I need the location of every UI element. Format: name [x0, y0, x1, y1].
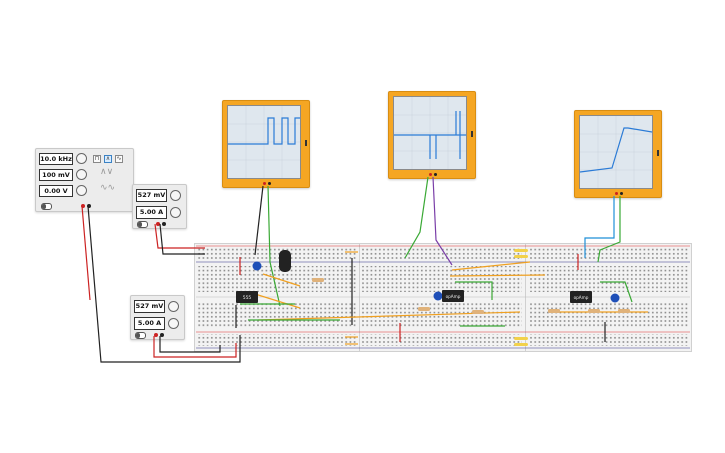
chip-label: opAmp [574, 295, 589, 300]
terminal-black[interactable] [160, 333, 164, 337]
scope-screen [393, 96, 467, 170]
voltage-knob[interactable] [170, 190, 181, 201]
chip-label: opAmp [446, 294, 461, 299]
terminal-red[interactable] [156, 222, 160, 226]
current-knob[interactable] [170, 207, 181, 218]
scope-screen [227, 105, 301, 179]
terminal-red[interactable] [81, 204, 85, 208]
offset-knob[interactable] [76, 185, 87, 196]
board-connectors [514, 249, 528, 346]
scope-connector [471, 130, 473, 137]
amplitude-knob[interactable] [76, 169, 87, 180]
amplitude-display: 100 mV [39, 169, 73, 181]
chip-555[interactable]: 555 [236, 291, 258, 303]
probe-terminal-black[interactable] [620, 192, 623, 195]
toggle-thumb [136, 333, 140, 338]
scope-screen [579, 115, 653, 189]
voltage-knob[interactable] [168, 301, 179, 312]
scope-connector [657, 149, 659, 156]
oscilloscope-3[interactable] [574, 110, 662, 198]
breadboard-holes [197, 248, 688, 346]
square-icon[interactable]: ⊓ [93, 155, 101, 163]
chip-label: 555 [243, 295, 252, 301]
frequency-display: 10.0 kHz [39, 153, 73, 165]
power-toggle[interactable] [41, 203, 52, 210]
power-supply-top[interactable]: 527 mV 5.00 A [132, 184, 187, 229]
current-knob[interactable] [168, 318, 179, 329]
power-toggle[interactable] [135, 332, 146, 339]
toggle-thumb [42, 204, 46, 209]
square-wave-trace [228, 106, 300, 178]
chip-opamp-1[interactable]: opAmp [442, 290, 464, 302]
triangle-preview-icon: ∧∨ [100, 167, 114, 177]
chip-opamp-2[interactable]: opAmp [570, 291, 592, 303]
current-display: 5.00 A [134, 317, 165, 330]
probe-terminal-red[interactable] [615, 192, 618, 195]
terminal-red[interactable] [154, 333, 158, 337]
sine-preview-icon: ∿∿ [100, 183, 116, 193]
resistors [312, 278, 630, 314]
toggle-thumb [138, 222, 142, 227]
offset-display: 0.00 V [39, 185, 73, 197]
probe-terminal-red[interactable] [263, 182, 266, 185]
capacitors [252, 250, 620, 303]
breadboard-3[interactable] [525, 243, 692, 352]
probe-terminal-black[interactable] [434, 173, 437, 176]
power-supply-bottom[interactable]: 527 mV 5.00 A [130, 295, 185, 340]
current-display: 5.00 A [136, 206, 167, 219]
sine-icon[interactable]: ∿ [115, 155, 123, 163]
frequency-knob[interactable] [76, 153, 87, 164]
external-wires [81, 176, 621, 363]
oscilloscope-1[interactable] [222, 100, 310, 188]
voltage-display: 527 mV [136, 189, 167, 202]
probe-terminal-red[interactable] [429, 173, 432, 176]
spike-trace [394, 97, 466, 169]
power-toggle[interactable] [137, 221, 148, 228]
probe-terminal-black[interactable] [268, 182, 271, 185]
oscilloscope-2[interactable] [388, 91, 476, 179]
scope-connector [305, 139, 307, 146]
triangle-icon[interactable]: ∧ [104, 155, 112, 163]
voltage-display: 527 mV [134, 300, 165, 313]
ramp-trace [580, 116, 652, 188]
terminal-black[interactable] [87, 204, 91, 208]
function-generator[interactable]: 10.0 kHz 100 mV 0.00 V ⊓ ∧ ∿ ∧∨ ∿∿ [35, 148, 134, 212]
terminal-black[interactable] [162, 222, 166, 226]
